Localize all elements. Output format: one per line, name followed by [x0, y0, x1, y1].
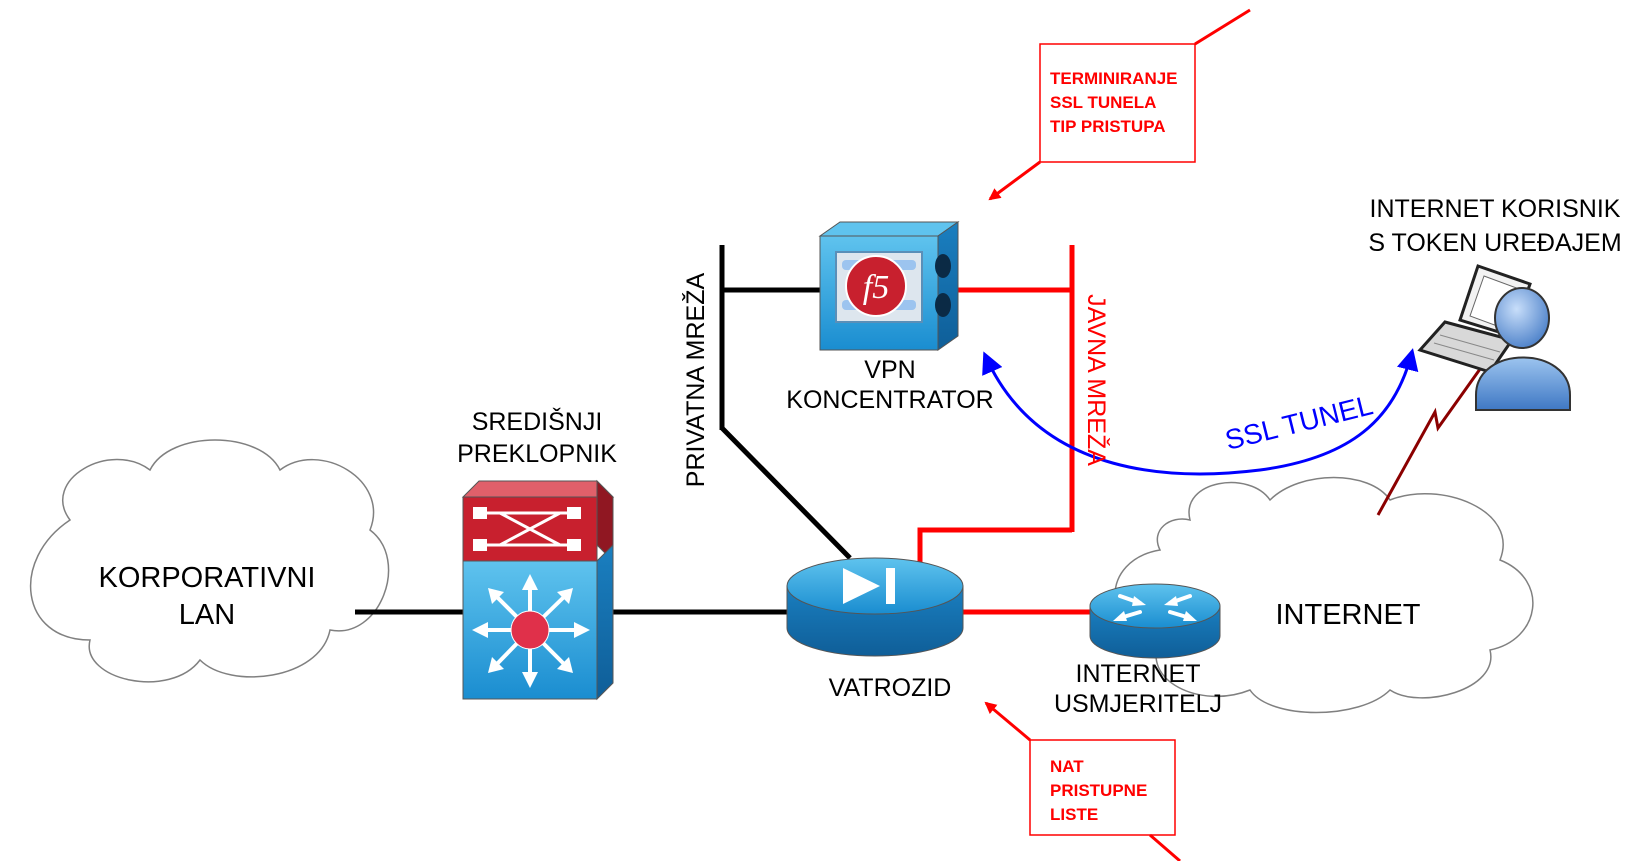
- internet-user-link: [1376, 347, 1497, 516]
- public-firewall-link: [917, 527, 1072, 562]
- core-switch-icon: [461, 479, 615, 701]
- firewall-label: VATROZID: [829, 674, 952, 702]
- internet-router-icon: [1089, 583, 1221, 659]
- firewall-note-line-2: PRISTUPNE: [1050, 781, 1147, 800]
- corporate-lan-cloud: [29, 439, 390, 683]
- firewall-note: NAT PRISTUPNE LISTE: [984, 701, 1181, 861]
- router-label-2: USMJERITELJ: [1054, 690, 1222, 718]
- f5-logo-text: f5: [863, 269, 889, 306]
- firewall-note-line-1: NAT: [1050, 757, 1084, 776]
- ssl-tunnel-label: SSL TUNEL: [1222, 389, 1376, 456]
- vpn-note-line-1: TERMINIRANJE: [1050, 69, 1178, 88]
- user-label-1: INTERNET KORISNIK: [1370, 195, 1621, 223]
- ssl-tunnel-arrow: [982, 348, 1419, 476]
- firewall-note-line-3: LISTE: [1050, 805, 1098, 824]
- private-firewall-link: [720, 426, 852, 560]
- public-network-label: JAVNA MREŽA: [1082, 294, 1111, 466]
- vpn-concentrator-icon: f5: [818, 221, 960, 351]
- vpn-note-line-2: SSL TUNELA: [1050, 93, 1156, 112]
- firewall-icon: [786, 557, 964, 657]
- vpn-note-line-3: TIP PRISTUPA: [1050, 117, 1166, 136]
- private-network-label: PRIVATNA MREŽA: [681, 272, 710, 487]
- router-label-1: INTERNET: [1076, 660, 1201, 688]
- internet-cloud-label: INTERNET: [1276, 599, 1421, 631]
- vpn-note: TERMINIRANJE SSL TUNELA TIP PRISTUPA: [988, 8, 1251, 201]
- vpn-label-2: KONCENTRATOR: [786, 386, 993, 414]
- core-switch-label-1: SREDIŠNJI: [472, 407, 603, 436]
- internet-user-icon: [1417, 264, 1571, 411]
- corporate-lan-label-1: KORPORATIVNI: [99, 562, 316, 594]
- corporate-lan-label-2: LAN: [179, 599, 235, 631]
- core-switch-label-2: PREKLOPNIK: [457, 440, 617, 468]
- vpn-label-1: VPN: [864, 356, 915, 384]
- user-label-2: S TOKEN UREĐAJEM: [1368, 229, 1621, 257]
